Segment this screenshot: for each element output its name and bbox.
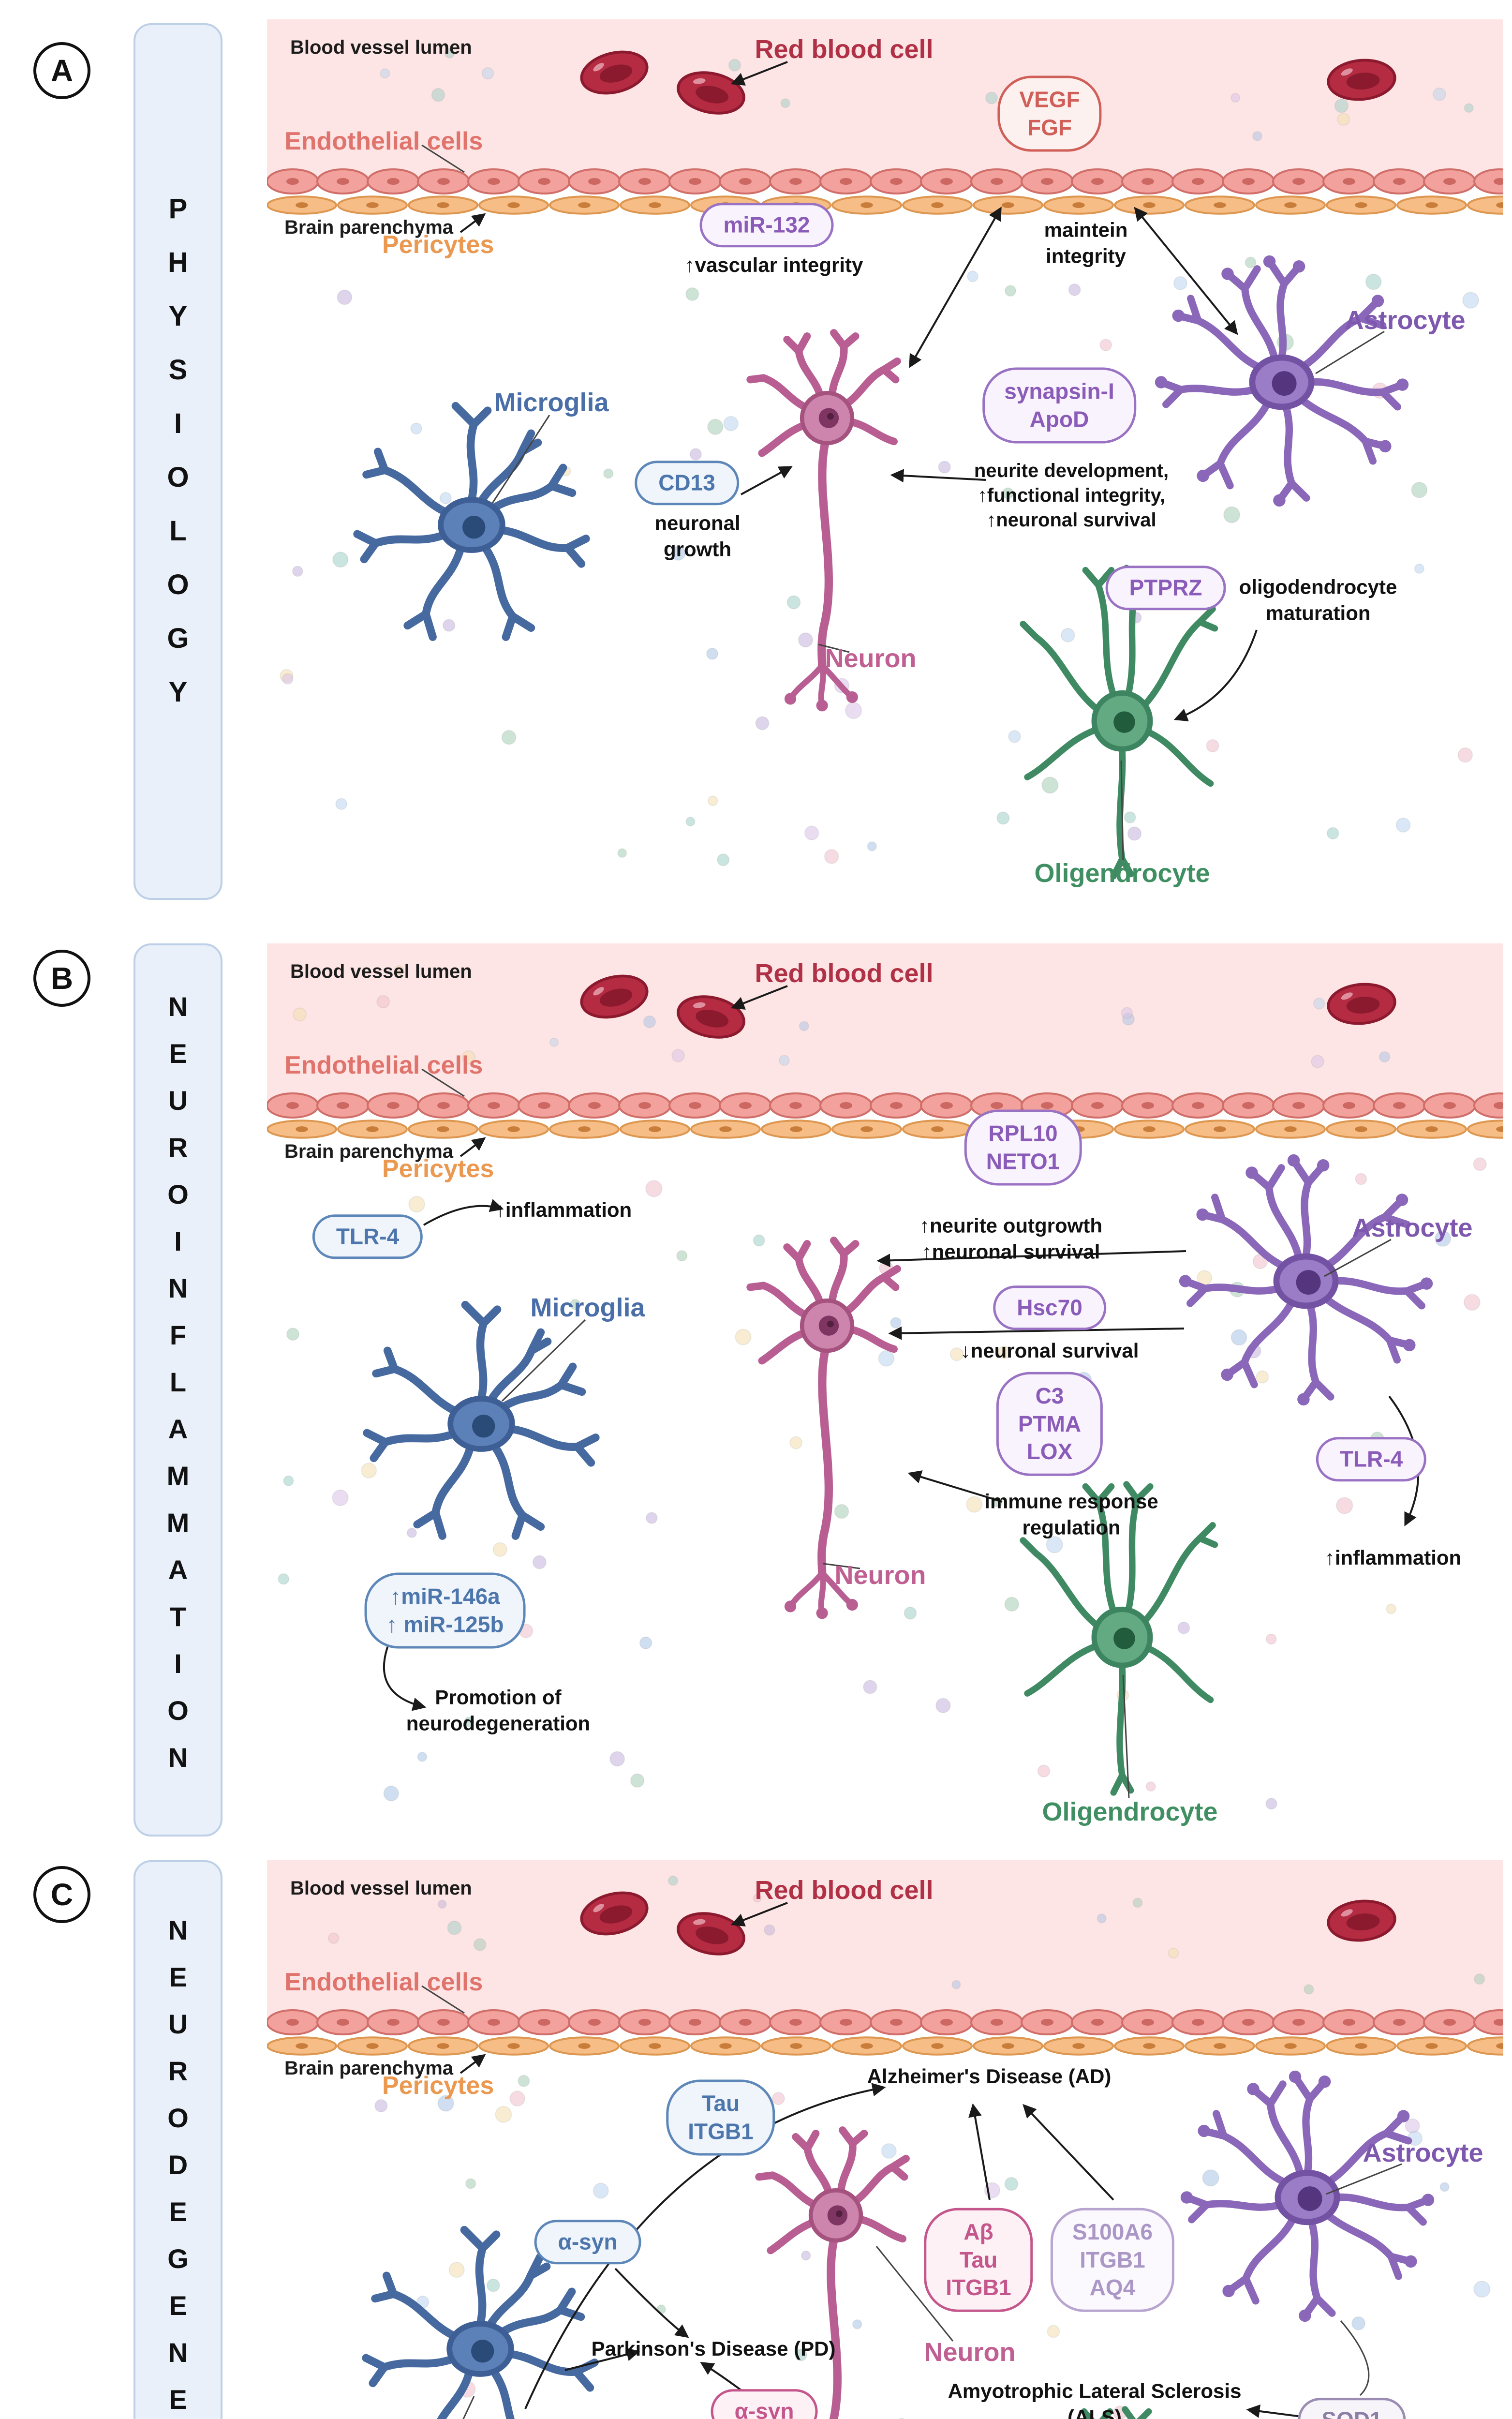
- sidebar-physiology: PHYSIOLOGY: [133, 23, 222, 900]
- annotation-oligodendrocyte-maturation: oligodendrocyte maturation: [1239, 575, 1397, 624]
- pericytes-label: Pericytes: [382, 231, 494, 259]
- badge-mir146a-mir125b: ↑miR-146a ↑ miR-125b: [364, 1572, 526, 1649]
- microglia-cell: [357, 406, 586, 637]
- annotation-neurite-outgrowth: ↑neurite outgrowth ↑neuronal survival: [919, 1214, 1102, 1263]
- badge-mir-132: miR-132: [699, 203, 834, 247]
- red-blood-cell: [674, 67, 748, 119]
- badge-tlr4-astrocyte: TLR-4: [1316, 1437, 1427, 1481]
- badge-abeta-tau-itgb1: Aβ Tau ITGB1: [924, 2208, 1033, 2312]
- badge-tau-itgb1: Tau ITGB1: [666, 2079, 775, 2156]
- astrocyte-label: Astrocyte: [1352, 1213, 1473, 1242]
- badge-rpl10-neto1: RPL10 NETO1: [964, 1109, 1082, 1186]
- panel-letter-a: A: [33, 42, 90, 99]
- sidebar-title-physiology: PHYSIOLOGY: [162, 193, 194, 730]
- exosome-dots: [278, 965, 1487, 1810]
- exosome-dots: [280, 48, 1480, 866]
- badge-asyn-neuron: α-syn: [711, 2389, 818, 2419]
- badge-sod1-astrocyte: SOD1: [1298, 2398, 1406, 2419]
- panel-neuroinflammation: B NEUROINFLAMMATION: [0, 943, 1512, 1841]
- annotation-parkinsons: Parkinson's Disease (PD): [591, 2337, 836, 2360]
- panel-letter-c: C: [33, 1866, 90, 1923]
- astrocyte-cell: [1179, 1154, 1433, 1405]
- annotation-immune-response: immune response regulation: [984, 1490, 1158, 1538]
- red-blood-cell: [1327, 58, 1396, 102]
- annotation-als: Amyotrophic Lateral Sclerosis (ALS): [948, 2379, 1242, 2419]
- red-blood-cell: [674, 1908, 748, 1959]
- microglia-cell: [367, 1305, 596, 1536]
- microglia-label: Microglia: [494, 388, 609, 417]
- panel-b-graphics: [267, 965, 1503, 1810]
- annotation-vascular-integrity: ↑vascular integrity: [684, 254, 863, 277]
- badge-c3-ptma-lox: C3 PTMA LOX: [996, 1372, 1103, 1476]
- red-blood-cell-label: Red blood cell: [755, 35, 934, 64]
- blood-vessel-lumen-label: Blood vessel lumen: [290, 1878, 472, 1899]
- red-blood-cell: [577, 1886, 651, 1940]
- badge-hsc70: Hsc70: [993, 1285, 1106, 1330]
- endothelial-pericyte-rows: [267, 2009, 1503, 2056]
- microglia-label: Microglia: [530, 1293, 645, 1322]
- sidebar-neuroinflammation: NEUROINFLAMMATION: [133, 943, 222, 1837]
- blood-vessel-lumen-label: Blood vessel lumen: [290, 37, 472, 58]
- neuron-label: Neuron: [825, 644, 917, 673]
- sidebar-title-neuroinflammation: NEUROINFLAMMATION: [163, 991, 193, 1789]
- endothelial-pericyte-rows: [267, 168, 1503, 215]
- annotation-promotion-neurodegeneration: Promotion of neurodegeneration: [406, 1686, 591, 1734]
- oligodendrocyte-label: Oligendrocyte: [1034, 859, 1210, 888]
- red-blood-cell: [1327, 1898, 1396, 1943]
- endothelial-cells-label: Endothelial cells: [284, 1051, 483, 1079]
- brain-parenchyma-label: Brain parenchyma: [284, 217, 454, 238]
- arrows: [421, 61, 1385, 861]
- astrocyte-cell: [1155, 255, 1408, 507]
- sidebar-neurodegeneration: NEURODEGENERATION: [133, 1860, 222, 2419]
- endothelial-cells-label: Endothelial cells: [284, 127, 483, 155]
- sidebar-title-neurodegeneration: NEURODEGENERATION: [163, 1914, 193, 2419]
- red-blood-cell-label: Red blood cell: [755, 1876, 934, 1905]
- annotation-neuronal-growth: neuronal growth: [654, 511, 741, 560]
- annotation-maintain-integrity: maintein integrity: [1044, 218, 1128, 267]
- neuron-label: Neuron: [834, 1561, 926, 1590]
- red-blood-cell: [577, 970, 651, 1023]
- badge-tlr4-microglia: TLR-4: [312, 1214, 423, 1259]
- panel-physiology: A PHYSIOLOGY: [0, 19, 1512, 910]
- panel-neurodegeneration: C NEURODEGENERATION: [0, 1860, 1512, 2419]
- badge-asyn-microglia: α-syn: [534, 2220, 641, 2264]
- arrows: [383, 985, 1420, 1798]
- blood-vessel-band: [267, 1860, 1503, 2020]
- brain-parenchyma-label: Brain parenchyma: [284, 2058, 454, 2079]
- brain-parenchyma-label: Brain parenchyma: [284, 1141, 454, 1162]
- badge-ptprz: PTPRZ: [1105, 566, 1226, 610]
- endothelial-pericyte-rows: [267, 1092, 1503, 1139]
- annotation-alzheimers: Alzheimer's Disease (AD): [867, 2065, 1112, 2088]
- pericytes-label: Pericytes: [382, 1155, 494, 1183]
- blood-vessel-lumen-label: Blood vessel lumen: [290, 961, 472, 982]
- annotation-inflammation-left: ↑inflammation: [495, 1198, 632, 1222]
- red-blood-cell: [1327, 982, 1396, 1026]
- neuron-label: Neuron: [924, 2338, 1016, 2367]
- pericytes-label: Pericytes: [382, 2072, 494, 2100]
- red-blood-cell: [674, 991, 748, 1043]
- blood-vessel-band: [267, 19, 1503, 179]
- annotation-inflammation-right: ↑inflammation: [1324, 1546, 1462, 1569]
- oligodendrocyte-label: Oligendrocyte: [1042, 1797, 1218, 1826]
- panel-letter-b: B: [33, 950, 90, 1007]
- badge-cd13: CD13: [635, 461, 739, 505]
- red-blood-cell: [577, 45, 651, 99]
- annotation-neurite-development: neurite development, ↑functional integri…: [974, 460, 1169, 531]
- panel-a-graphics: [267, 19, 1503, 910]
- badge-vegf-fgf: VEGF FGF: [997, 75, 1102, 152]
- astrocyte-label: Astrocyte: [1363, 2138, 1483, 2167]
- astrocyte-cell: [1181, 2071, 1434, 2322]
- badge-synapsin-apod: synapsin-I ApoD: [982, 367, 1136, 444]
- badge-s100a6-itgb1-aq4: S100A6 ITGB1 AQ4: [1050, 2208, 1175, 2312]
- blood-vessel-band: [267, 943, 1503, 1103]
- endothelial-cells-label: Endothelial cells: [284, 1968, 483, 1996]
- neuron-cell: [759, 2130, 906, 2419]
- annotation-neuronal-survival-loss: ↓neuronal survival: [960, 1339, 1139, 1362]
- astrocyte-label: Astrocyte: [1345, 306, 1466, 335]
- oligodendrocyte-cell: [1023, 568, 1215, 876]
- red-blood-cell-label: Red blood cell: [755, 959, 934, 988]
